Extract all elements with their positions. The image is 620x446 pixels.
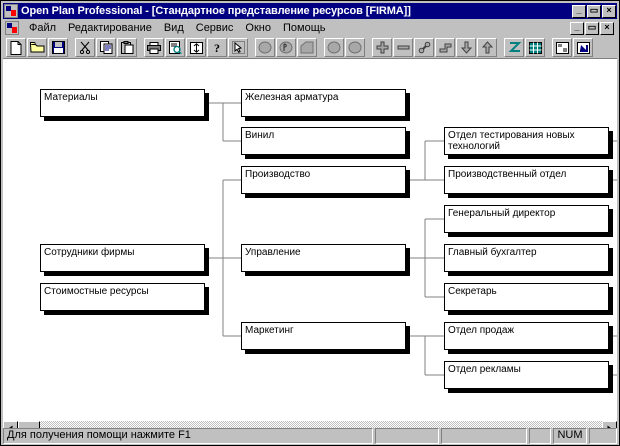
app-icon: [4, 4, 18, 18]
diagram-node-new-tech-testing-dept[interactable]: Отдел тестирования новых технологий: [444, 127, 609, 155]
restore-icon: ▭: [589, 4, 599, 15]
node-label: Отдел тестирования новых технологий: [448, 130, 575, 152]
arrow-up-button[interactable]: [477, 38, 497, 57]
step-button[interactable]: [435, 38, 455, 57]
mdi-child-controls: _ ▭ ×: [570, 21, 614, 35]
mdi-restore-icon: ▭: [587, 21, 597, 32]
close-icon: ×: [606, 4, 612, 15]
diagram-node-company-staff[interactable]: Сотрудники фирмы: [40, 244, 205, 272]
mdi-close-button[interactable]: ×: [600, 21, 614, 35]
title-bar[interactable]: Open Plan Professional - [Стандартное пр…: [3, 3, 617, 19]
mdi-close-icon: ×: [604, 21, 610, 32]
menu-item-edit[interactable]: Редактирование: [68, 21, 152, 34]
circle-gray2-button[interactable]: [345, 38, 365, 57]
node-label: Материалы: [44, 92, 98, 103]
status-pane-b: [441, 428, 527, 444]
node-label: Стоимостные ресурсы: [44, 286, 149, 297]
paste-button[interactable]: [117, 38, 137, 57]
status-pane-d: [589, 428, 617, 444]
help-pointer-button[interactable]: [228, 38, 248, 57]
node-label: Управление: [245, 247, 301, 258]
resize-button[interactable]: [573, 38, 593, 57]
zigzag-button[interactable]: [504, 38, 524, 57]
layout-button[interactable]: [552, 38, 572, 57]
svg-text:?: ?: [214, 41, 220, 54]
status-num-indicator: NUM: [553, 428, 587, 444]
sort-button[interactable]: [186, 38, 206, 57]
toolbar: ?: [3, 37, 617, 59]
node-label: Секретарь: [448, 286, 497, 297]
diagram-node-materials[interactable]: Материалы: [40, 89, 205, 117]
diagram-node-cost-resources[interactable]: Стоимостные ресурсы: [40, 283, 205, 311]
status-pane-a: [375, 428, 439, 444]
print-preview-button[interactable]: [165, 38, 185, 57]
close-button[interactable]: ×: [602, 4, 616, 18]
status-pane-c: [529, 428, 551, 444]
diagram-node-chief-accountant[interactable]: Главный бухгалтер: [444, 244, 609, 272]
diagram-node-sales-dept[interactable]: Отдел продаж: [444, 322, 609, 350]
diagram-node-vinyl[interactable]: Винил: [241, 127, 406, 155]
minimize-icon: _: [576, 4, 582, 15]
circle-gray-button[interactable]: [324, 38, 344, 57]
window-controls: _ ▭ ×: [572, 4, 616, 18]
node-label: Производственный отдел: [448, 169, 567, 180]
menu-item-window[interactable]: Окно: [245, 21, 271, 34]
node-label: Отдел рекламы: [448, 364, 521, 375]
mdi-minimize-button[interactable]: _: [570, 21, 584, 35]
copy-button[interactable]: [96, 38, 116, 57]
diagram-client-area[interactable]: Материалы Железная арматура Винил Отдел …: [3, 59, 617, 421]
ellipse-filled-button[interactable]: [255, 38, 275, 57]
print-button[interactable]: [144, 38, 164, 57]
grid-table-button[interactable]: [525, 38, 545, 57]
diagram-canvas: Материалы Железная арматура Винил Отдел …: [3, 59, 617, 421]
node-label: Винил: [245, 130, 275, 141]
node-label: Сотрудники фирмы: [44, 247, 135, 258]
mdi-restore-button[interactable]: ▭: [585, 21, 599, 35]
diagram-node-secretary[interactable]: Секретарь: [444, 283, 609, 311]
status-bar: Для получения помощи нажмите F1 NUM: [3, 428, 617, 444]
node-label: Генеральный директор: [448, 208, 556, 219]
restore-button[interactable]: ▭: [587, 4, 601, 18]
menu-item-help[interactable]: Помощь: [282, 21, 326, 34]
mdi-minimize-icon: _: [574, 21, 580, 32]
menu-item-file[interactable]: Файл: [29, 21, 57, 34]
node-label: Железная арматура: [245, 92, 339, 103]
open-folder-button[interactable]: [27, 38, 47, 57]
diagram-node-management[interactable]: Управление: [241, 244, 406, 272]
node-label: Отдел продаж: [448, 325, 515, 336]
cut-scissors-button[interactable]: [75, 38, 95, 57]
arrow-down-button[interactable]: [456, 38, 476, 57]
diagram-node-advertising-dept[interactable]: Отдел рекламы: [444, 361, 609, 389]
ellipse-detail-button[interactable]: [276, 38, 296, 57]
node-label: Маркетинг: [245, 325, 294, 336]
diagram-node-iron-rebar[interactable]: Железная арматура: [241, 89, 406, 117]
window-title: Open Plan Professional - [Стандартное пр…: [21, 5, 411, 17]
help-question-button[interactable]: ?: [207, 38, 227, 57]
menu-item-tools[interactable]: Сервис: [195, 21, 234, 34]
diagram-node-marketing[interactable]: Маркетинг: [241, 322, 406, 350]
node-label: Главный бухгалтер: [448, 247, 537, 258]
mdi-document-icon[interactable]: [5, 21, 19, 35]
status-message: Для получения помощи нажмите F1: [3, 428, 373, 444]
minus-button[interactable]: [393, 38, 413, 57]
diagram-node-general-director[interactable]: Генеральный директор: [444, 205, 609, 233]
minimize-button[interactable]: _: [572, 4, 586, 18]
new-file-button[interactable]: [6, 38, 26, 57]
rounded-shape-button[interactable]: [297, 38, 317, 57]
diagram-node-production-dept[interactable]: Производственный отдел: [444, 166, 609, 194]
menu-bar: Файл Редактирование Вид Сервис Окно Помо…: [3, 20, 617, 36]
node-label: Производство: [245, 169, 311, 180]
diagram-node-production[interactable]: Производство: [241, 166, 406, 194]
save-disk-button[interactable]: [48, 38, 68, 57]
menu-item-view[interactable]: Вид: [163, 21, 184, 34]
link-button[interactable]: [414, 38, 434, 57]
plus-button[interactable]: [372, 38, 392, 57]
